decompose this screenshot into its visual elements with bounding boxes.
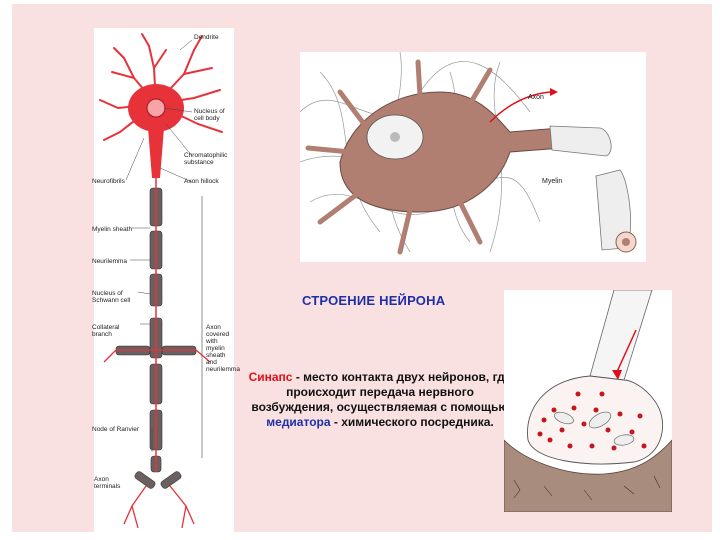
label-axon-covered: Axon covered with myelin sheath and neur… <box>206 324 240 373</box>
myelin-sheath <box>549 125 632 251</box>
synapse-drawing <box>504 290 672 512</box>
label-neurofibrils: Neurofibrils <box>92 178 125 185</box>
synapse-text-1: - место контакта двух нейронов, где прои… <box>251 370 512 414</box>
cell-body-panel: Axon Myelin <box>300 52 646 262</box>
synapse-definition: Синапс - место контакта двух нейронов, г… <box>246 370 514 430</box>
cell-body-drawing <box>300 52 637 255</box>
label-nucleus-cell-body: Nucleus of cell body <box>194 108 225 122</box>
label-axon-hillock: Axon hillock <box>184 178 219 185</box>
synapse-text-2: - химического посредника. <box>330 415 494 429</box>
label-dendrite: Dendrite <box>194 34 219 41</box>
label-myelin: Myelin <box>542 178 563 185</box>
cell-nucleus <box>146 98 166 118</box>
label-axon: Axon <box>528 94 544 101</box>
label-collateral-branch: Collateral branch <box>92 324 120 338</box>
mediator-term: медиатора <box>266 415 331 429</box>
postsynaptic-cell <box>504 439 672 512</box>
label-node-of-ranvier: Node of Ranvier <box>92 426 139 433</box>
label-nucleus-schwann-cell: Nucleus of Schwann cell <box>92 290 131 304</box>
label-myelin-sheath: Myelin sheath <box>92 226 133 233</box>
slide-title: СТРОЕНИЕ НЕЙРОНА <box>302 293 446 308</box>
synapse-diagram-panel <box>504 290 672 512</box>
neuron-diagram-panel: Dendrite Nucleus of cell body Chromatoph… <box>92 28 240 534</box>
label-axon-terminals: Axon terminals <box>94 476 121 490</box>
synaptic-vesicles <box>537 391 647 451</box>
synapse-term: Синапс <box>248 370 293 384</box>
neuron-drawing <box>99 33 223 529</box>
label-neurilemma: Neurilemma <box>92 258 128 265</box>
label-chromatophilic-substance: Chromatophilic substance <box>184 152 228 166</box>
